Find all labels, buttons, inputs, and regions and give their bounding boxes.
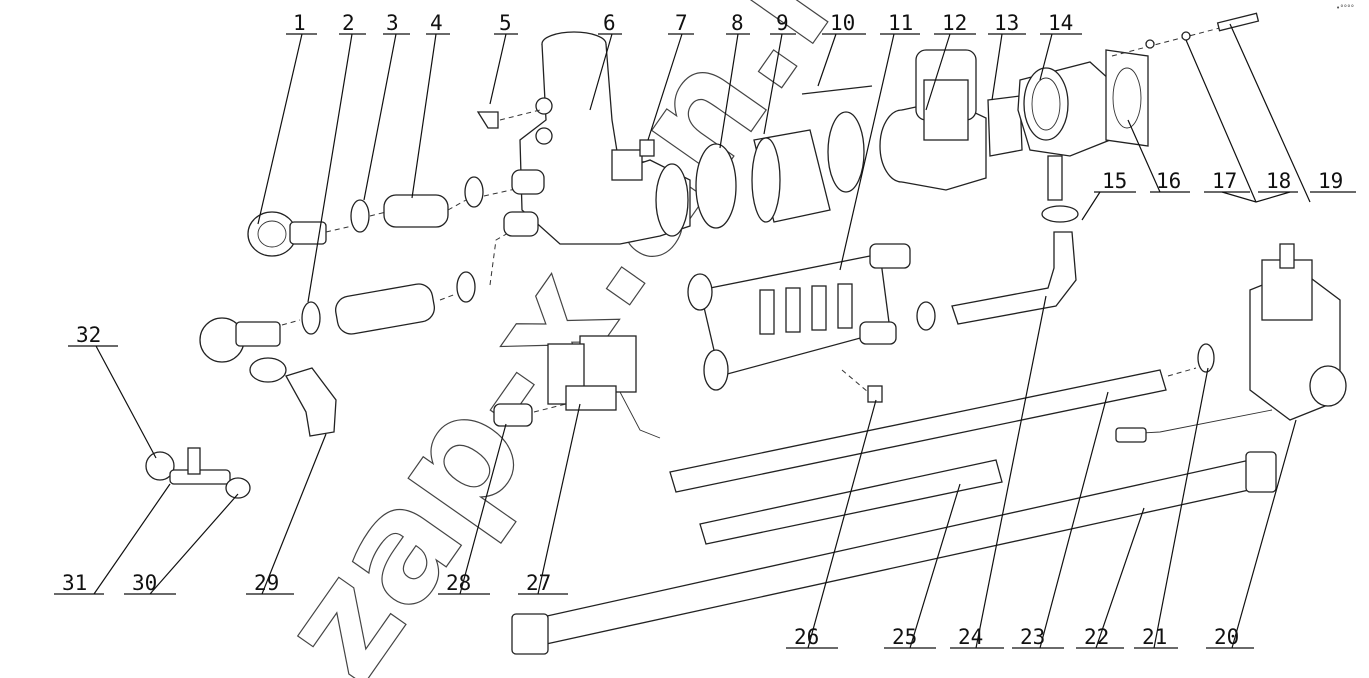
callout-27: 27 — [526, 571, 551, 595]
clamp-upper-left — [350, 199, 370, 233]
part-tee-fitting — [145, 447, 251, 499]
part-gasket-16 — [1105, 49, 1149, 147]
callout-17: 17 — [1212, 169, 1237, 193]
part-clamp-15 — [1041, 205, 1079, 223]
callout-22: 22 — [1084, 625, 1109, 649]
callout-30: 30 — [132, 571, 157, 595]
callout-25: 25 — [892, 625, 917, 649]
hose-short — [383, 194, 449, 228]
callout-6: 6 — [603, 11, 616, 35]
callout-13: 13 — [994, 11, 1019, 35]
part-elbow-cap-upper — [247, 211, 327, 257]
part-clamp-ring-11 — [827, 111, 865, 193]
callout-7: 7 — [675, 11, 688, 35]
callout-31: 31 — [62, 571, 87, 595]
part-mixer-body — [503, 31, 691, 245]
part-fitting-5 — [476, 111, 499, 129]
part-hose-24 — [951, 231, 1077, 325]
callout-labels: 1 2 3 4 5 6 7 8 9 10 11 12 13 14 15 16 1… — [62, 11, 1343, 649]
part-solenoid-valve — [547, 335, 661, 439]
part-washer-17 — [1145, 39, 1155, 49]
callout-11: 11 — [888, 11, 913, 35]
callout-28: 28 — [446, 571, 471, 595]
part-injector-rail — [687, 243, 911, 391]
clamp-lower-left — [301, 301, 321, 335]
callout-4: 4 — [430, 11, 443, 35]
callout-3: 3 — [386, 11, 399, 35]
clamp-24 — [916, 301, 936, 331]
part-washer-18 — [1181, 31, 1191, 41]
part-screw-7 — [639, 139, 655, 157]
callout-5: 5 — [499, 11, 512, 35]
callout-29: 29 — [254, 571, 279, 595]
callout-23: 23 — [1020, 625, 1045, 649]
clamp-upper-right — [464, 176, 484, 208]
part-bolt-19 — [1216, 12, 1260, 32]
part-body-14 — [1017, 61, 1111, 201]
leader-lines — [54, 23, 1356, 649]
callout-9: 9 — [776, 11, 789, 35]
part-hose-25 — [699, 459, 1003, 545]
callout-32: 32 — [76, 323, 101, 347]
part-hose-23 — [669, 369, 1167, 493]
part-bolt-10 — [801, 85, 873, 95]
callout-14: 14 — [1048, 11, 1073, 35]
parts-drawing — [145, 12, 1347, 655]
callout-12: 12 — [942, 11, 967, 35]
callout-2: 2 — [342, 11, 355, 35]
callout-1: 1 — [293, 11, 306, 35]
callout-18: 18 — [1266, 169, 1291, 193]
callout-8: 8 — [731, 11, 744, 35]
callout-20: 20 — [1214, 625, 1239, 649]
part-clamp-ring-8 — [695, 143, 737, 229]
part-gasket-13 — [987, 95, 1023, 157]
callout-21: 21 — [1142, 625, 1167, 649]
part-screw-26 — [867, 385, 883, 403]
callout-15: 15 — [1102, 169, 1127, 193]
corner-mark: •°°°° — [1336, 4, 1354, 12]
callout-10: 10 — [830, 11, 855, 35]
part-fitting-28 — [493, 403, 533, 427]
clamp-lower-right — [456, 271, 476, 303]
part-clamp-21 — [1197, 343, 1215, 373]
part-reducer — [1115, 243, 1347, 443]
part-elbow-hose-29 — [285, 367, 337, 437]
callout-16: 16 — [1156, 169, 1181, 193]
part-throttle-body — [879, 49, 987, 191]
callout-19: 19 — [1318, 169, 1343, 193]
callout-24: 24 — [958, 625, 983, 649]
hose-long — [335, 283, 435, 335]
callout-26: 26 — [794, 625, 819, 649]
